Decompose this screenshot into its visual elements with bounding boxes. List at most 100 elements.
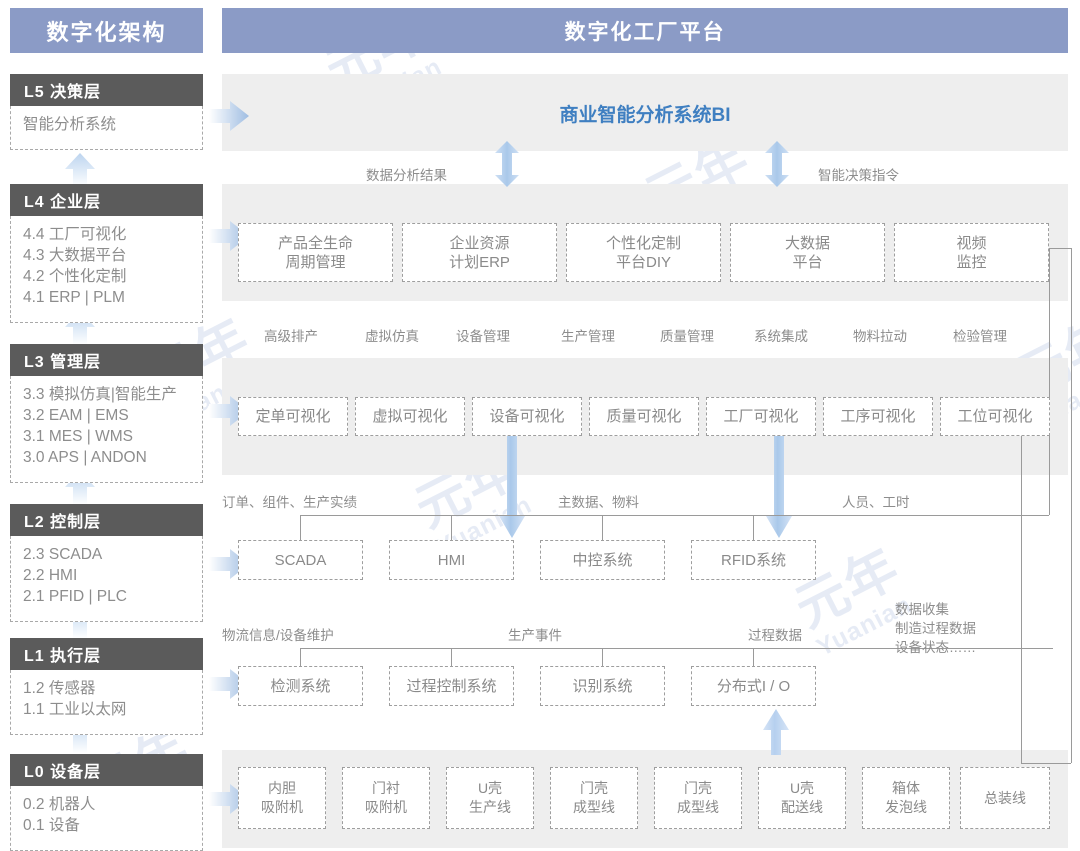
level-card-l3[interactable]: L3 管理层 3.3 模拟仿真|智能生产 3.2 EAM | EMS 3.1 M… bbox=[10, 344, 203, 483]
page-title-left: 数字化架构 bbox=[10, 8, 203, 53]
up-arrow-icon bbox=[65, 153, 95, 187]
l4-sub-label: 质量管理 bbox=[660, 329, 714, 344]
l2-sub-label: 物流信息/设备维护 bbox=[222, 628, 334, 643]
level-body-l5: 智能分析系统 bbox=[10, 106, 203, 150]
l2-sub-label: 过程数据 bbox=[748, 628, 802, 643]
l4-box[interactable]: 企业资源 计划ERP bbox=[402, 223, 557, 282]
bi-system-title: 商业智能分析系统BI bbox=[559, 105, 731, 126]
level-card-l0[interactable]: L0 设备层 0.2 机器人 0.1 设备 bbox=[10, 754, 203, 851]
connector-line bbox=[300, 648, 1053, 649]
connector-line bbox=[451, 515, 452, 540]
box-line1: U壳 bbox=[789, 780, 815, 796]
box-line2: 周期管理 bbox=[285, 253, 346, 271]
level-item: 智能分析系统 bbox=[23, 116, 117, 133]
l3-box[interactable]: 工厂可视化 bbox=[706, 397, 816, 436]
level-head-l1: L1 执行层 bbox=[10, 638, 203, 670]
box-line1: 企业资源 bbox=[449, 234, 510, 252]
box-line1: 视频 bbox=[956, 234, 987, 252]
level-card-l2[interactable]: L2 控制层 2.3 SCADA 2.2 HMI 2.1 PFID | PLC bbox=[10, 504, 203, 622]
l3-box[interactable]: 工位可视化 bbox=[940, 397, 1050, 436]
level-head-l0: L0 设备层 bbox=[10, 754, 203, 786]
l1-box[interactable]: 检测系统 bbox=[238, 666, 363, 706]
side-note-line: 制造过程数据 bbox=[895, 621, 976, 636]
box-line1: 内胆 bbox=[268, 780, 296, 796]
page-title-right: 数字化工厂平台 bbox=[222, 8, 1068, 53]
l3-box[interactable]: 虚拟可视化 bbox=[355, 397, 465, 436]
level-item: 4.2 个性化定制 bbox=[23, 268, 127, 285]
l4-sub-label: 物料拉动 bbox=[853, 329, 907, 344]
level-item: 3.0 APS | ANDON bbox=[23, 449, 147, 466]
l3-box[interactable]: 质量可视化 bbox=[589, 397, 699, 436]
double-arrow-vertical-icon bbox=[495, 141, 519, 187]
l4-box[interactable]: 产品全生命 周期管理 bbox=[238, 223, 393, 282]
box-line2: 发泡线 bbox=[885, 799, 927, 815]
level-body-l4: 4.4 工厂可视化 4.3 大数据平台 4.2 个性化定制 4.1 ERP | … bbox=[10, 216, 203, 323]
l0-box[interactable]: 门衬 吸附机 bbox=[342, 767, 430, 829]
connector-line bbox=[300, 515, 301, 540]
level-item: 4.4 工厂可视化 bbox=[23, 226, 127, 243]
side-note-line: 设备状态…… bbox=[895, 640, 976, 655]
l0-box[interactable]: 门壳 成型线 bbox=[550, 767, 638, 829]
right-arrow-icon bbox=[209, 101, 249, 131]
level-body-l1: 1.2 传感器 1.1 工业以太网 bbox=[10, 670, 203, 735]
l3-box[interactable]: 工序可视化 bbox=[823, 397, 933, 436]
connector-line bbox=[1049, 248, 1071, 249]
down-arrow-icon bbox=[499, 424, 525, 538]
level-item: 0.2 机器人 bbox=[23, 796, 96, 813]
box-line2: 平台DIY bbox=[615, 253, 671, 271]
level-body-l3: 3.3 模拟仿真|智能生产 3.2 EAM | EMS 3.1 MES | WM… bbox=[10, 376, 203, 483]
l2-box[interactable]: 中控系统 bbox=[540, 540, 665, 580]
box-line2: 生产线 bbox=[469, 799, 511, 815]
l2-box[interactable]: SCADA bbox=[238, 540, 363, 580]
l3-sub-label: 订单、组件、生产实绩 bbox=[222, 495, 357, 510]
l1-box[interactable]: 分布式I / O bbox=[691, 666, 816, 706]
connector-line bbox=[300, 648, 301, 670]
l0-box[interactable]: 内胆 吸附机 bbox=[238, 767, 326, 829]
level-head-l3: L3 管理层 bbox=[10, 344, 203, 376]
l4-box[interactable]: 个性化定制 平台DIY bbox=[566, 223, 721, 282]
box-line1: 产品全生命 bbox=[277, 234, 353, 252]
connector-line bbox=[1049, 248, 1050, 515]
level-head-l5: L5 决策层 bbox=[10, 74, 203, 106]
l0-box[interactable]: 箱体 发泡线 bbox=[862, 767, 950, 829]
box-line1: 大数据 bbox=[784, 234, 830, 252]
side-note: 数据收集 制造过程数据 设备状态…… bbox=[895, 600, 976, 657]
l3-box[interactable]: 设备可视化 bbox=[472, 397, 582, 436]
l4-box[interactable]: 大数据 平台 bbox=[730, 223, 885, 282]
level-card-l4[interactable]: L4 企业层 4.4 工厂可视化 4.3 大数据平台 4.2 个性化定制 4.1… bbox=[10, 184, 203, 323]
level-item: 1.1 工业以太网 bbox=[23, 701, 127, 718]
l1-box[interactable]: 过程控制系统 bbox=[389, 666, 514, 706]
box-line1: 总装线 bbox=[984, 789, 1026, 806]
l4-box[interactable]: 视频 监控 bbox=[894, 223, 1049, 282]
level-item: 3.3 模拟仿真|智能生产 bbox=[23, 386, 177, 403]
level-body-l0: 0.2 机器人 0.1 设备 bbox=[10, 786, 203, 851]
level-item: 3.1 MES | WMS bbox=[23, 428, 133, 445]
level-item: 4.3 大数据平台 bbox=[23, 247, 127, 264]
l4-sub-label: 检验管理 bbox=[953, 329, 1007, 344]
l0-box[interactable]: U壳 生产线 bbox=[446, 767, 534, 829]
l2-sub-label: 生产事件 bbox=[508, 628, 562, 643]
connector-line bbox=[602, 515, 603, 540]
connector-line bbox=[753, 515, 754, 540]
l0-box[interactable]: U壳 配送线 bbox=[758, 767, 846, 829]
box-line2: 成型线 bbox=[677, 799, 719, 815]
l3-sub-label: 人员、工时 bbox=[842, 495, 910, 510]
l4-sub-label: 虚拟仿真 bbox=[365, 329, 419, 344]
l2-box[interactable]: HMI bbox=[389, 540, 514, 580]
level-item: 0.1 设备 bbox=[23, 817, 80, 834]
l0-box[interactable]: 门壳 成型线 bbox=[654, 767, 742, 829]
box-line2: 成型线 bbox=[573, 799, 615, 815]
level-card-l1[interactable]: L1 执行层 1.2 传感器 1.1 工业以太网 bbox=[10, 638, 203, 735]
l4-sub-label: 生产管理 bbox=[561, 329, 615, 344]
band-l5 bbox=[222, 74, 1068, 151]
level-card-l5[interactable]: L5 决策层 智能分析系统 bbox=[10, 74, 203, 150]
label-intelligent-decision: 智能决策指令 bbox=[818, 168, 899, 183]
l1-box[interactable]: 识别系统 bbox=[540, 666, 665, 706]
level-item: 2.1 PFID | PLC bbox=[23, 588, 127, 605]
l0-box[interactable]: 总装线 bbox=[960, 767, 1050, 829]
box-line2: 吸附机 bbox=[261, 799, 303, 815]
box-line1: 个性化定制 bbox=[605, 234, 681, 252]
connector-line bbox=[602, 648, 603, 670]
l3-box[interactable]: 定单可视化 bbox=[238, 397, 348, 436]
l2-box[interactable]: RFID系统 bbox=[691, 540, 816, 580]
